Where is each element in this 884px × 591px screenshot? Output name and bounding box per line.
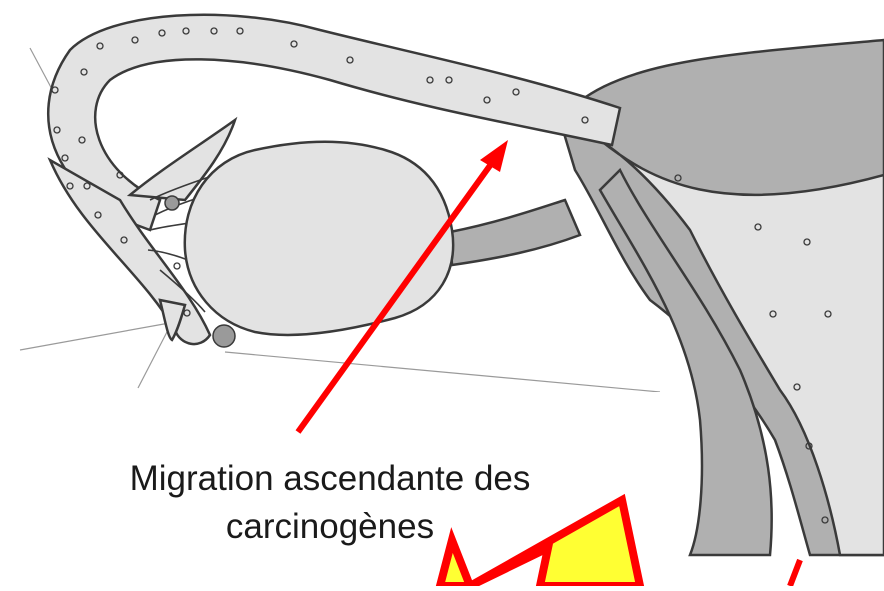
- ovary: [185, 142, 453, 335]
- caption-line-2: carcinogènes: [40, 503, 620, 551]
- arrow-up-right-icon: [480, 140, 508, 172]
- ovarian-ligament: [450, 200, 580, 265]
- follicle-large: [213, 325, 235, 347]
- caption-line-1: Migration ascendante des: [40, 455, 620, 503]
- follicle-small: [165, 196, 179, 210]
- lightning-shape-edge: [790, 560, 800, 586]
- caption: Migration ascendante des carcinogènes: [40, 455, 620, 551]
